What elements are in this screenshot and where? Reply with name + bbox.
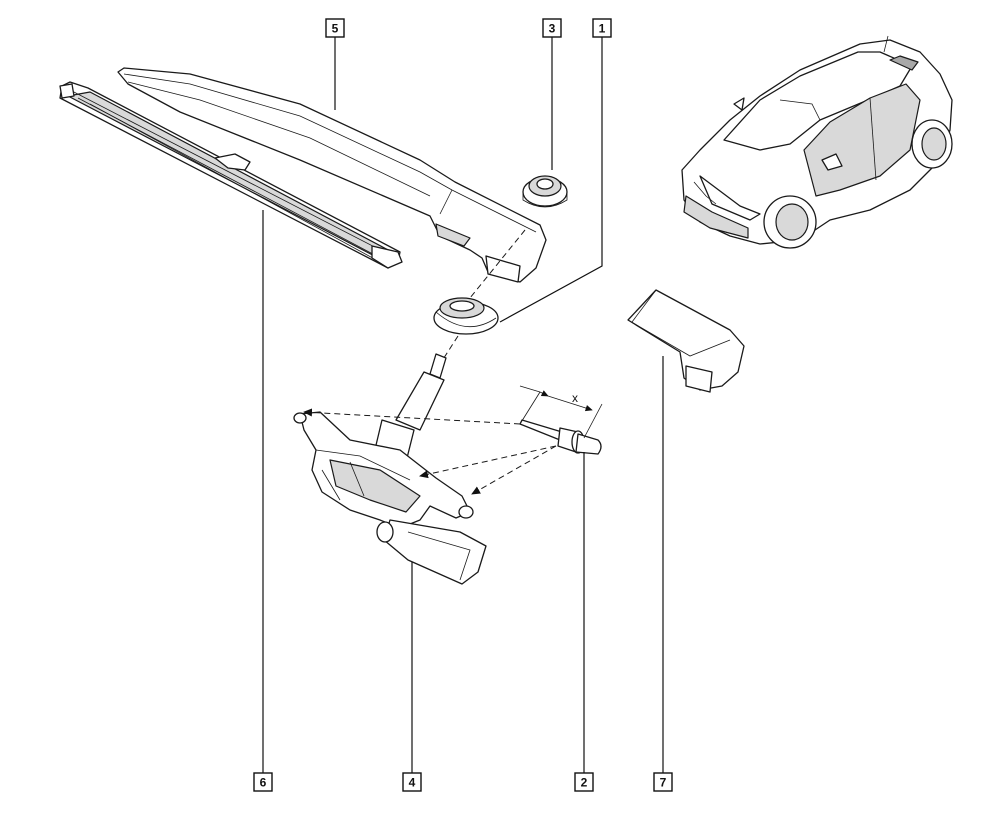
callout-2-label: 2 [581,776,588,790]
callout-3: 3 [542,18,562,38]
callout-5: 5 [325,18,345,38]
callout-6-label: 6 [260,776,267,790]
nut [522,175,568,208]
callout-4: 4 [402,772,422,792]
callout-1: 1 [592,18,612,38]
dimension-x: x [519,385,603,439]
dimension-x-label: x [572,391,578,405]
callout-7: 7 [653,772,673,792]
callout-6: 6 [253,772,273,792]
wiper-motor [293,353,487,585]
car-illustration [681,35,953,249]
callout-2: 2 [574,772,594,792]
callout-5-label: 5 [332,22,339,36]
alignment-line-shaft [439,229,526,365]
bolt [519,419,602,455]
wiper-cover-cap [627,289,745,393]
wiper-blade [59,81,403,269]
fixing-arrows [303,408,557,495]
leader-lines [262,36,664,773]
callout-4-label: 4 [409,776,416,790]
callout-1-label: 1 [599,22,606,36]
callout-7-label: 7 [660,776,667,790]
seal-grommet [433,297,499,335]
wiper-arm [117,67,547,283]
callout-3-label: 3 [549,22,556,36]
